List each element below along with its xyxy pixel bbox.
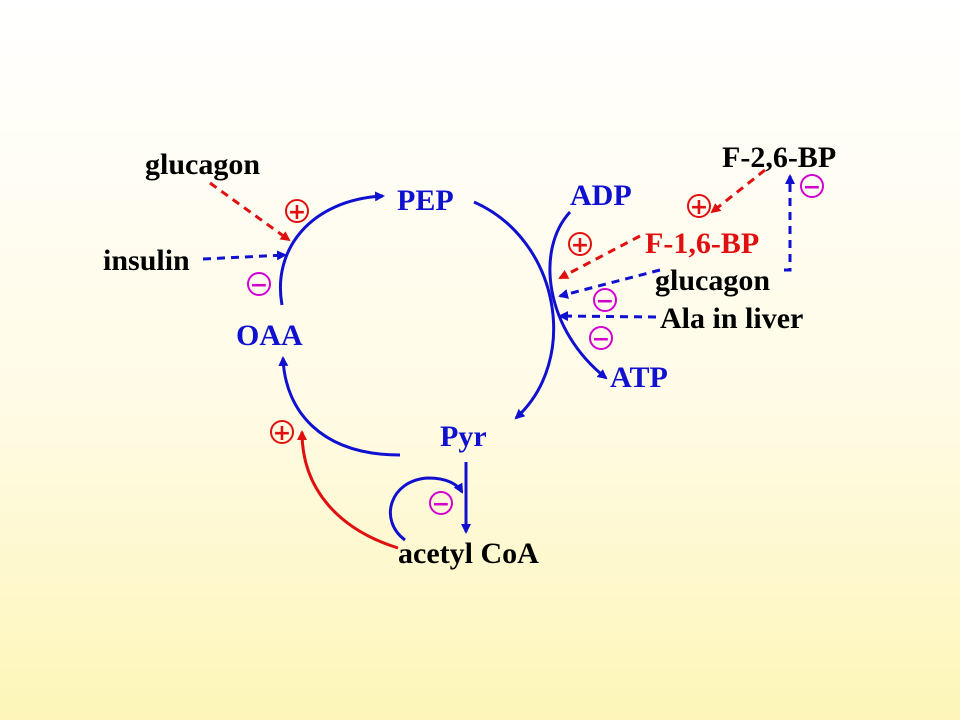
label-atp: ATP xyxy=(610,361,668,394)
minus-symbol-insulin: − xyxy=(247,272,271,298)
label-insulin: insulin xyxy=(103,244,190,277)
minus-symbol-acetyl-coa: − xyxy=(429,491,453,517)
arrow-ala-inhibit xyxy=(558,311,657,322)
label-acetyl-coa: acetyl CoA xyxy=(398,537,539,570)
plus-glyph: + xyxy=(273,421,291,446)
minus-symbol-f26bp: − xyxy=(800,174,824,200)
arc-pyr-to-oaa xyxy=(278,356,401,457)
minus-symbol-ala: − xyxy=(589,326,613,352)
minus-glyph: − xyxy=(803,175,821,200)
label-oaa: OAA xyxy=(236,319,303,352)
arrow-f26bp-activate xyxy=(710,168,766,214)
label-pyr: Pyr xyxy=(440,420,487,453)
arrow-insulin-inhibit xyxy=(202,250,287,261)
minus-glyph: − xyxy=(592,327,610,352)
plus-symbol-f26bp: + xyxy=(687,194,711,220)
arrow-acetyl-coa-activate xyxy=(297,430,399,550)
minus-symbol-glucagon-right: − xyxy=(593,288,617,314)
label-glucagon-right: glucagon xyxy=(655,264,770,297)
label-glucagon-top: glucagon xyxy=(145,148,260,181)
plus-glyph: + xyxy=(288,200,306,225)
label-f16bp: F-1,6-BP xyxy=(645,227,759,260)
label-adp: ADP xyxy=(570,179,632,212)
label-f26bp: F-2,6-BP xyxy=(722,141,836,174)
arrow-glucagon-activate xyxy=(209,181,291,242)
arrow-f16bp-activate xyxy=(558,234,641,280)
plus-symbol-acetyl-coa: + xyxy=(270,420,294,446)
minus-glyph: − xyxy=(432,492,450,517)
minus-glyph: − xyxy=(250,273,268,298)
plus-glyph: + xyxy=(690,195,708,220)
arrow-glucagon-inhibit-f26bp xyxy=(784,174,795,272)
arc-adp-to-atp xyxy=(548,210,608,380)
label-ala-in-liver: Ala in liver xyxy=(660,302,803,335)
plus-symbol-glucagon: + xyxy=(285,199,309,225)
label-pep: PEP xyxy=(397,184,454,217)
arc-pep-to-pyr xyxy=(473,200,556,420)
arc-oaa-to-pep xyxy=(279,191,385,306)
plus-symbol-f16bp: + xyxy=(568,232,592,258)
plus-glyph: + xyxy=(571,233,589,258)
arrow-glucagon-right-inhibit xyxy=(558,268,661,299)
loop-acetyl-coa-inhibit xyxy=(388,476,464,542)
minus-glyph: − xyxy=(596,289,614,314)
